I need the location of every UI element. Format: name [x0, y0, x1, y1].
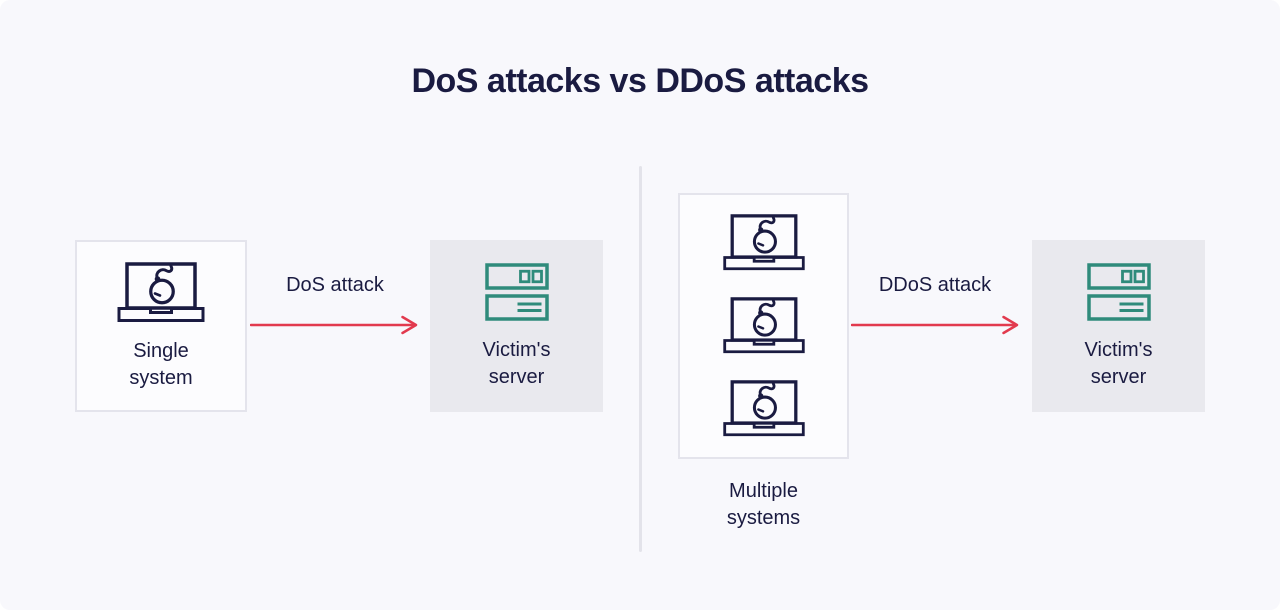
ddos-attack-arrow: [851, 314, 1021, 336]
server-icon: [1086, 263, 1151, 321]
section-divider: [639, 166, 642, 552]
single-system-box: Single system: [75, 240, 247, 412]
victims-server-box-dos: Victim's server: [430, 240, 603, 412]
victims-server-box-ddos: Victim's server: [1032, 240, 1205, 412]
dos-attack-arrow: [250, 314, 420, 336]
multiple-systems-label: Multiple systems: [678, 478, 849, 532]
laptop-bomb-icon: [722, 380, 806, 438]
victims-server-label: Victim's server: [482, 339, 551, 388]
dos-attack-label: DoS attack: [286, 274, 384, 296]
server-icon: [484, 263, 549, 321]
right-arrow-icon: [250, 314, 420, 336]
right-arrow-icon: [851, 314, 1021, 336]
page-title: DoS attacks vs DDoS attacks: [411, 62, 869, 100]
laptop-bomb-icon: [117, 262, 205, 324]
ddos-attack-label: DDoS attack: [878, 274, 992, 296]
single-system-label: Single system: [129, 340, 193, 389]
multiple-systems-box: [678, 193, 849, 459]
multiple-systems-label-text: Multiple systems: [726, 480, 801, 529]
victims-server-label: Victim's server: [1084, 339, 1153, 388]
laptop-bomb-icon: [722, 214, 806, 272]
laptop-bomb-icon: [722, 297, 806, 355]
